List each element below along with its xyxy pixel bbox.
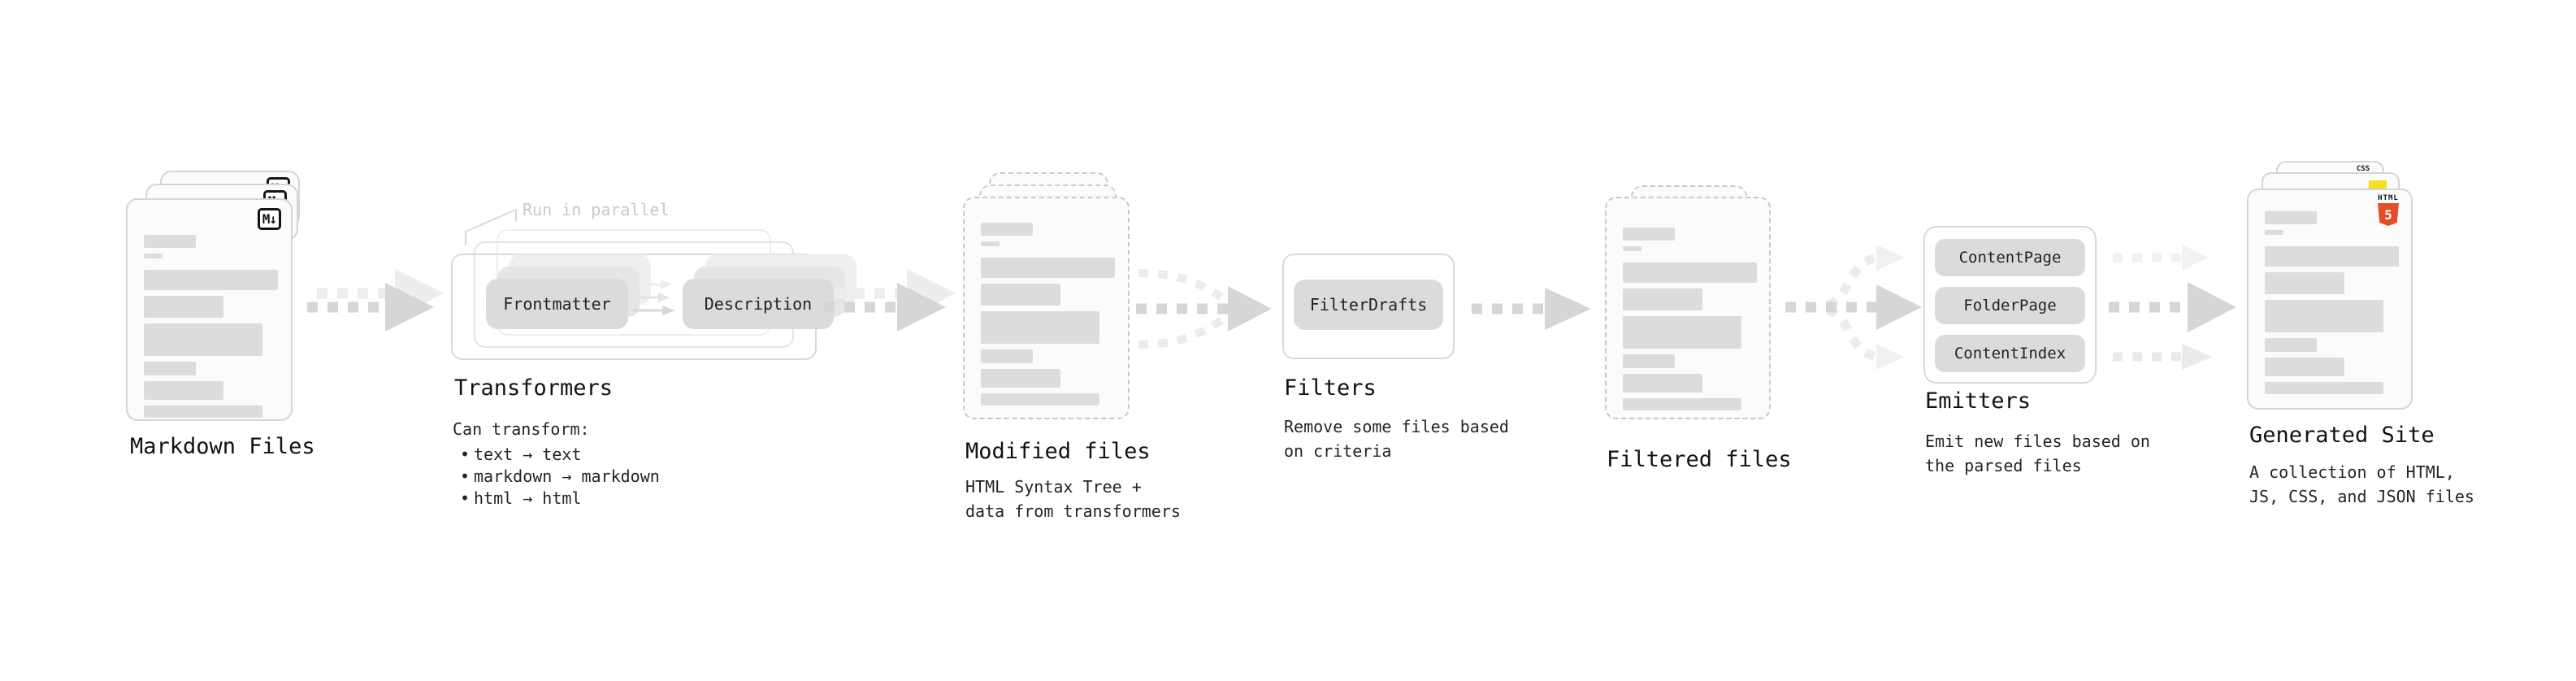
arrow-markdown-to-transformers [302, 255, 457, 348]
js-icon [2369, 180, 2387, 190]
run-in-parallel-annotation: Run in parallel [523, 200, 670, 219]
bullet-text: html → html [474, 488, 582, 508]
filtered-file-card-front [1605, 197, 1771, 419]
markdown-icon: M↓ [257, 208, 281, 230]
arrow-filters-to-filtered [1468, 268, 1598, 353]
modified-files-description: HTML Syntax Tree + data from transformer… [965, 477, 1181, 521]
arrow-modified-to-filters [1132, 252, 1295, 369]
transformers-desc-title: Can transform: [453, 419, 590, 439]
transformers-bullet-list: • text → text • markdown → markdown • ht… [456, 444, 660, 510]
arrow-filtered-to-emitters [1785, 238, 1928, 380]
modified-file-card-front [963, 197, 1130, 419]
run-in-parallel-leader-line [465, 208, 517, 245]
flow-arrow-icon [824, 269, 956, 332]
bullet-text: text → text [474, 445, 582, 464]
transformer-box-frontmatter: Frontmatter [486, 279, 628, 329]
stage-label-filtered-files: Filtered files [1607, 447, 1792, 472]
document-skeleton [1623, 228, 1757, 410]
stage-label-generated-site: Generated Site [2249, 423, 2435, 448]
converging-arrow-icon [1136, 269, 1272, 349]
document-skeleton [2265, 211, 2399, 394]
html5-icon: HTML 5 [2374, 194, 2403, 226]
stage-transformers: Run in parallel Frontmatter Description … [451, 195, 856, 536]
bullet-item: • markdown → markdown [456, 466, 660, 488]
html5-badge-number: 5 [2384, 206, 2392, 223]
stage-label-filters: Filters [1284, 375, 1377, 401]
diverging-arrow-icon [1785, 245, 1922, 370]
flow-arrow-icon [307, 269, 444, 332]
css-badge-word: CSS [2356, 165, 2370, 173]
bullet-dot: • [459, 466, 471, 486]
triple-arrow-icon [2109, 245, 2236, 370]
html5-badge-word: HTML [2378, 194, 2399, 202]
stage-filters: FilterDrafts Filters Remove some files b… [1282, 254, 1526, 522]
transformer-box-description: Description [683, 279, 834, 329]
stage-modified-files: Modified files HTML Syntax Tree + data f… [963, 172, 1190, 530]
generated-site-description: A collection of HTML, JS, CSS, and JSON … [2249, 462, 2474, 506]
filters-description: Remove some files based on criteria [1284, 417, 1509, 461]
stage-label-modified-files: Modified files [965, 439, 1151, 464]
stage-label-emitters: Emitters [1925, 388, 2032, 414]
document-skeleton [144, 235, 278, 418]
parallel-step-arrows-icon [633, 280, 675, 315]
bullet-dot: • [459, 445, 471, 464]
stage-markdown-files: M↓ M↓ M↓ Markdown Files [126, 171, 353, 496]
bullet-text: markdown → markdown [474, 466, 660, 486]
emitters-description: Emit new files based on the parsed files [1925, 432, 2150, 475]
arrow-transformers-to-modified [819, 255, 974, 348]
flow-arrow-icon [1472, 288, 1591, 330]
generated-file-card-html: HTML 5 [2247, 189, 2413, 410]
filter-box-filterdrafts: FilterDrafts [1294, 280, 1443, 330]
emitter-box-contentindex: ContentIndex [1935, 335, 2085, 372]
bullet-dot: • [459, 488, 471, 508]
emitter-box-folderpage: FolderPage [1935, 287, 2085, 324]
bullet-item: • html → html [456, 488, 660, 510]
bullet-item: • text → text [456, 444, 660, 466]
html5-badge-shield: 5 [2378, 203, 2399, 226]
arrow-emitters-to-generated [2105, 238, 2247, 380]
markdown-file-card-front: M↓ [126, 198, 293, 421]
stage-filtered-files: Filtered files [1605, 185, 1832, 527]
stage-emitters: ContentPage FolderPage ContentIndex Emit… [1923, 226, 2184, 518]
emitter-box-contentpage: ContentPage [1935, 239, 2085, 276]
stage-label-markdown-files: Markdown Files [130, 434, 315, 459]
stage-generated-site: CSS HTML 5 Generated Site A collection o… [2247, 161, 2572, 535]
stage-label-transformers: Transformers [454, 375, 614, 401]
document-skeleton [981, 223, 1115, 406]
